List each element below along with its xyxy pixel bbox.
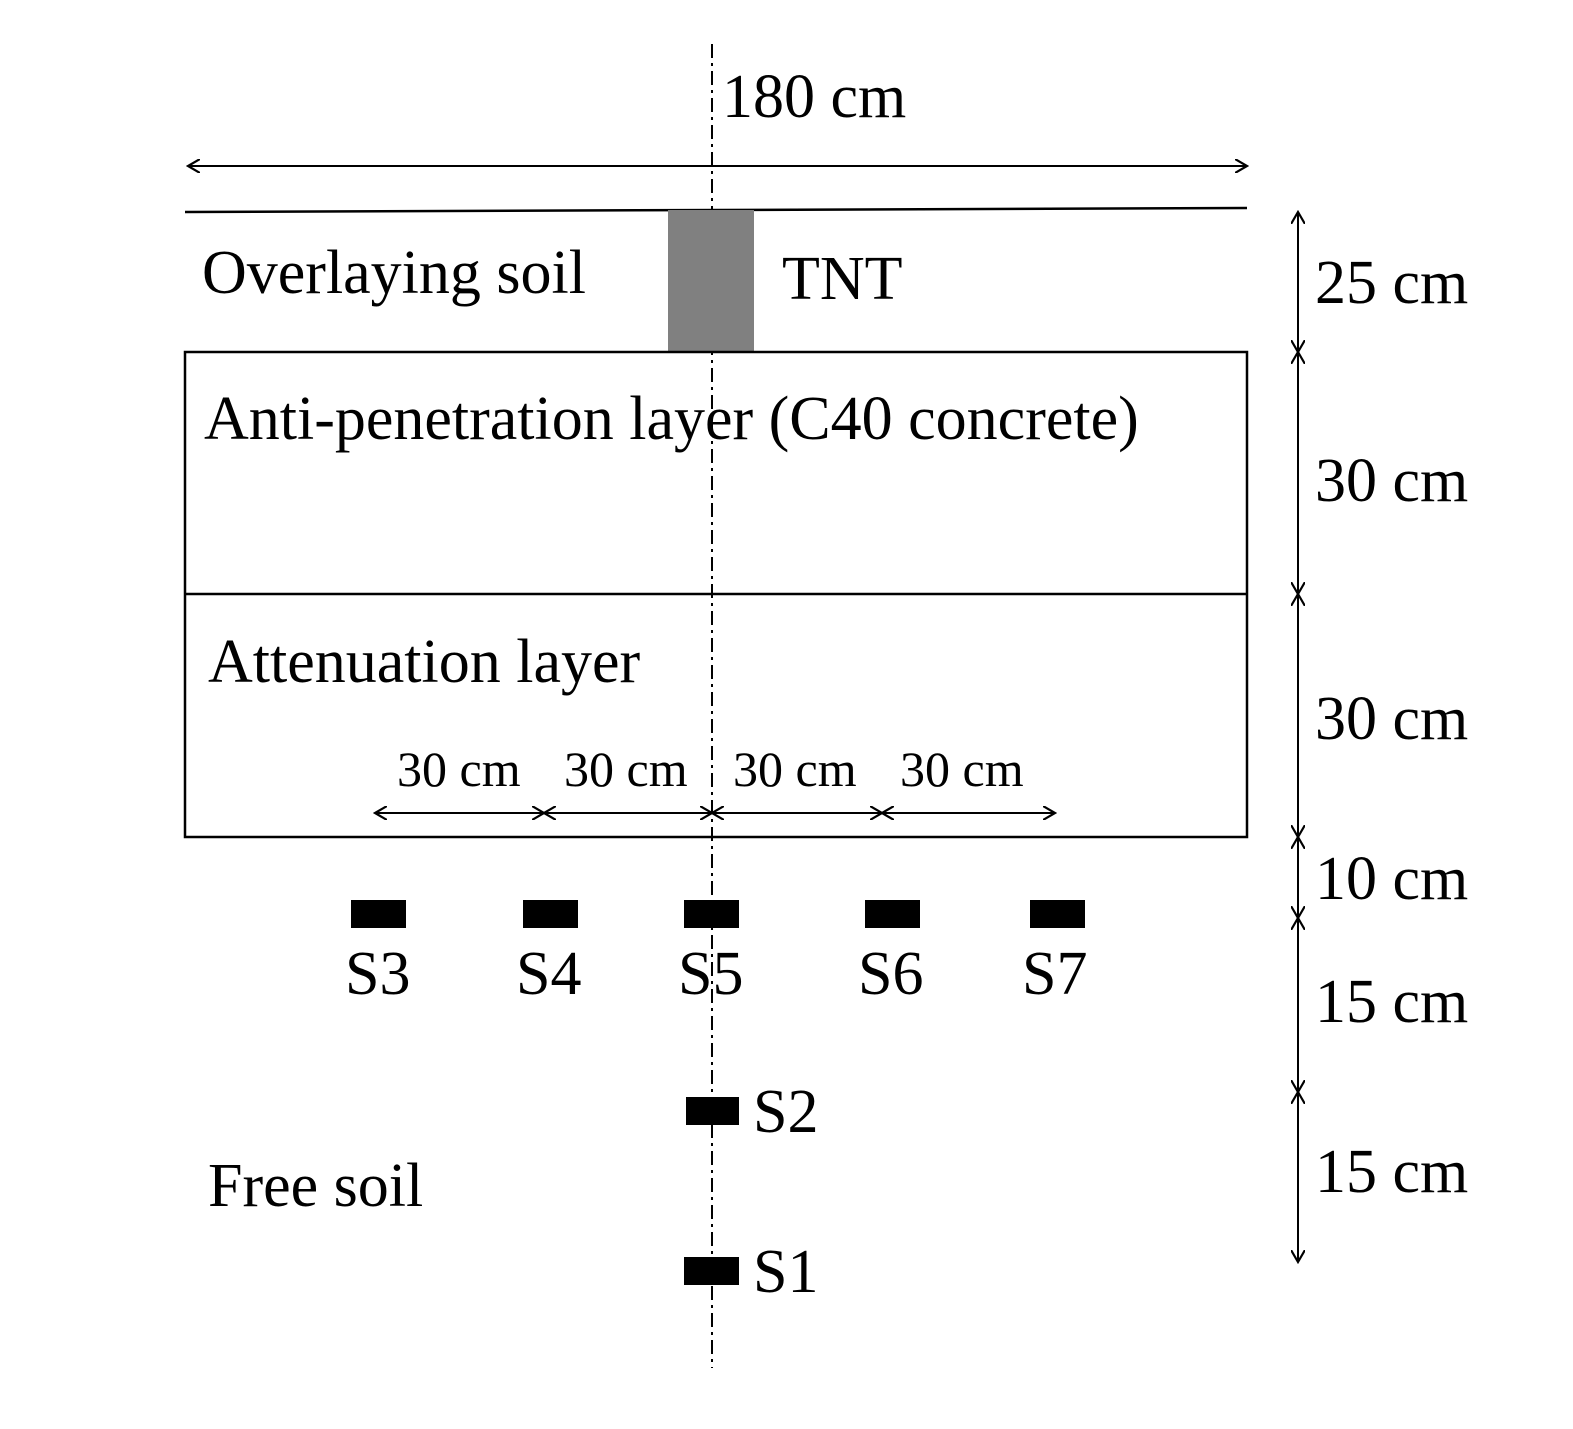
sensor-label-s1: S1 (753, 1238, 818, 1306)
sensor-label-s7: S7 (1022, 940, 1087, 1008)
sensor-label-s3: S3 (345, 940, 410, 1008)
sensor-s2 (686, 1097, 739, 1125)
spacing-label-2: 30 cm (564, 741, 688, 797)
free-soil-label: Free soil (208, 1152, 423, 1220)
spacing-label-3: 30 cm (733, 741, 857, 797)
depth-label-attenuation: 30 cm (1315, 685, 1468, 753)
spacing-label-1: 30 cm (397, 741, 521, 797)
sensor-s5 (684, 900, 739, 928)
sensor-label-s6: S6 (858, 940, 923, 1008)
anti-penetration-layer-label: Anti-penetration layer (C40 concrete) (204, 385, 1139, 453)
spacing-label-4: 30 cm (900, 741, 1024, 797)
depth-label-s2-s1: 15 cm (1315, 1138, 1468, 1206)
depth-label-anti-penetration: 30 cm (1315, 447, 1468, 515)
tnt-charge (668, 210, 754, 351)
sensor-s6 (865, 900, 920, 928)
depth-label-overlay: 25 cm (1315, 249, 1468, 317)
sensor-label-s5: S5 (678, 940, 743, 1008)
attenuation-layer-label: Attenuation layer (208, 628, 640, 696)
sensor-s4 (523, 900, 578, 928)
overlaying-soil-label: Overlaying soil (202, 239, 586, 307)
sensor-label-s2: S2 (753, 1078, 818, 1146)
depth-label-s5-s2: 15 cm (1315, 968, 1468, 1036)
depth-label-gap: 10 cm (1315, 845, 1468, 913)
width-label: 180 cm (722, 63, 906, 131)
sensor-s7 (1030, 900, 1085, 928)
sensor-s3 (351, 900, 406, 928)
tnt-label: TNT (782, 245, 903, 313)
sensor-s1 (684, 1257, 739, 1285)
sensor-label-s4: S4 (516, 940, 581, 1008)
